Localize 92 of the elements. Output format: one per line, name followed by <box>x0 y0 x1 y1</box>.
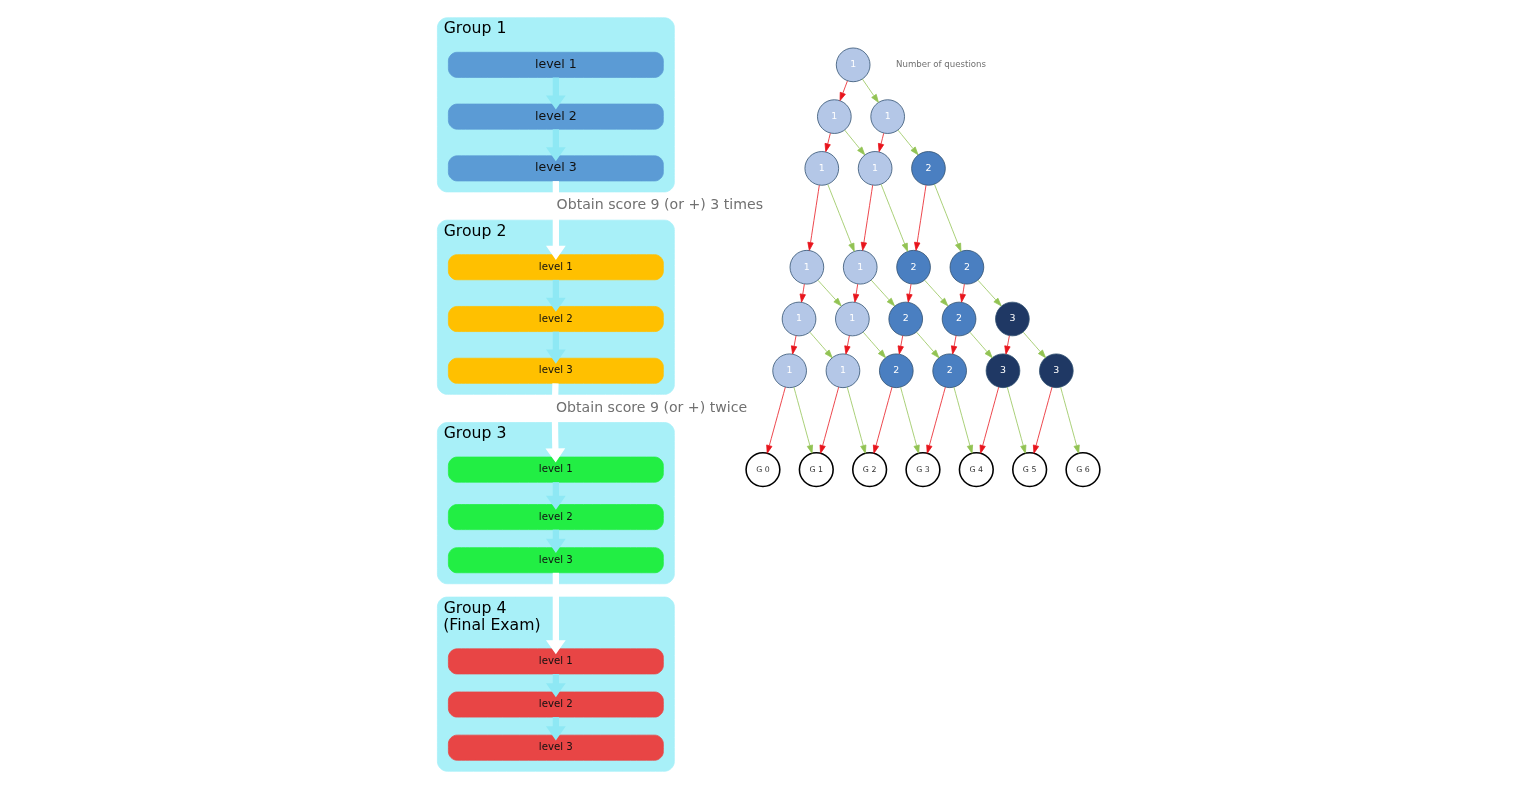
node-box: level 3 <box>447 155 664 182</box>
node-circle: 1 <box>804 151 839 186</box>
arrow <box>897 335 904 355</box>
arrow <box>861 78 879 103</box>
arrow <box>793 386 813 454</box>
edge-label: Obtain score 9 (or +) twice <box>555 398 747 415</box>
node-circle: G 0 <box>744 451 781 488</box>
node-circle: 1 <box>825 353 860 389</box>
arrow <box>959 283 966 303</box>
arrow <box>897 129 918 156</box>
node-box: level 2 <box>447 504 664 530</box>
arrow <box>915 331 939 359</box>
arrow <box>852 283 859 303</box>
node-circle: G 3 <box>904 451 941 488</box>
node-circle: 1 <box>835 47 870 83</box>
arrow <box>979 386 999 454</box>
arrow <box>843 335 850 355</box>
node-circle: 2 <box>887 301 923 337</box>
node-circle: 3 <box>985 353 1020 389</box>
arrow <box>799 283 806 303</box>
node-circle: 2 <box>931 353 967 389</box>
arrow <box>545 331 566 364</box>
arrow <box>1022 331 1046 359</box>
node-box: level 1 <box>447 456 664 483</box>
node-circle: 1 <box>789 249 824 285</box>
arrow <box>872 386 892 454</box>
arrow <box>765 386 786 454</box>
arrow <box>806 184 820 251</box>
arrow <box>826 184 855 252</box>
node-box: level 1 <box>447 648 664 675</box>
node-circle: 1 <box>781 301 816 337</box>
node-circle: 3 <box>1038 353 1074 389</box>
node-circle: G 4 <box>958 451 994 488</box>
node-circle: 2 <box>949 249 984 285</box>
arrow <box>1032 386 1052 454</box>
arrow <box>933 184 961 252</box>
node-box: level 1 <box>447 254 664 281</box>
arrow <box>1059 386 1080 454</box>
node-box: level 3 <box>447 734 664 761</box>
arrow <box>880 184 908 252</box>
node-circle: 1 <box>771 353 807 389</box>
arrow <box>545 129 566 162</box>
arrow <box>969 331 993 359</box>
node-circle: G 1 <box>798 451 834 488</box>
node-circle: G 5 <box>1011 451 1047 488</box>
arrow <box>862 331 886 359</box>
arrow <box>870 279 895 307</box>
arrow <box>923 279 948 307</box>
node-box: level 3 <box>447 547 664 574</box>
arrow <box>839 80 848 101</box>
arrow <box>843 129 865 156</box>
node-circle: 1 <box>842 249 877 285</box>
arrow <box>545 77 566 110</box>
node-circle: 2 <box>895 249 931 285</box>
node-circle: 3 <box>994 301 1030 337</box>
arrow <box>809 331 833 359</box>
arrow <box>824 132 831 153</box>
arrow <box>545 279 566 312</box>
node-box: level 2 <box>447 103 664 130</box>
node-circle: 2 <box>941 301 976 337</box>
arrow <box>905 283 913 303</box>
node-circle: 2 <box>910 151 946 186</box>
node-circle: 2 <box>878 353 914 389</box>
node-box: level 3 <box>447 357 664 384</box>
arrow <box>950 335 957 355</box>
arrow <box>1003 335 1010 355</box>
arrow <box>925 386 946 454</box>
node-circle: 1 <box>869 99 905 134</box>
arrow <box>877 132 884 153</box>
node-circle: 1 <box>816 99 852 134</box>
node-circle: G 2 <box>851 451 887 488</box>
node-circle: 1 <box>857 151 892 186</box>
arrow <box>545 181 566 260</box>
arrow <box>817 279 842 307</box>
arrow <box>545 572 566 655</box>
arrow <box>899 386 920 454</box>
arrow <box>819 386 839 454</box>
arrow <box>977 279 1002 307</box>
arrow <box>790 335 797 355</box>
node-box: level 1 <box>447 51 664 78</box>
node-box: level 2 <box>447 691 664 718</box>
label: Number of questions <box>895 59 986 70</box>
arrow <box>913 184 926 251</box>
arrow <box>1006 386 1026 454</box>
node-circle: G 6 <box>1064 451 1101 488</box>
edge-label: Obtain score 9 (or +) 3 times <box>556 196 763 213</box>
arrow <box>544 383 565 463</box>
node-circle: 1 <box>834 301 870 337</box>
arrow <box>860 184 873 251</box>
arrow <box>846 386 866 454</box>
node-box: level 2 <box>447 306 664 332</box>
arrow <box>953 386 973 454</box>
